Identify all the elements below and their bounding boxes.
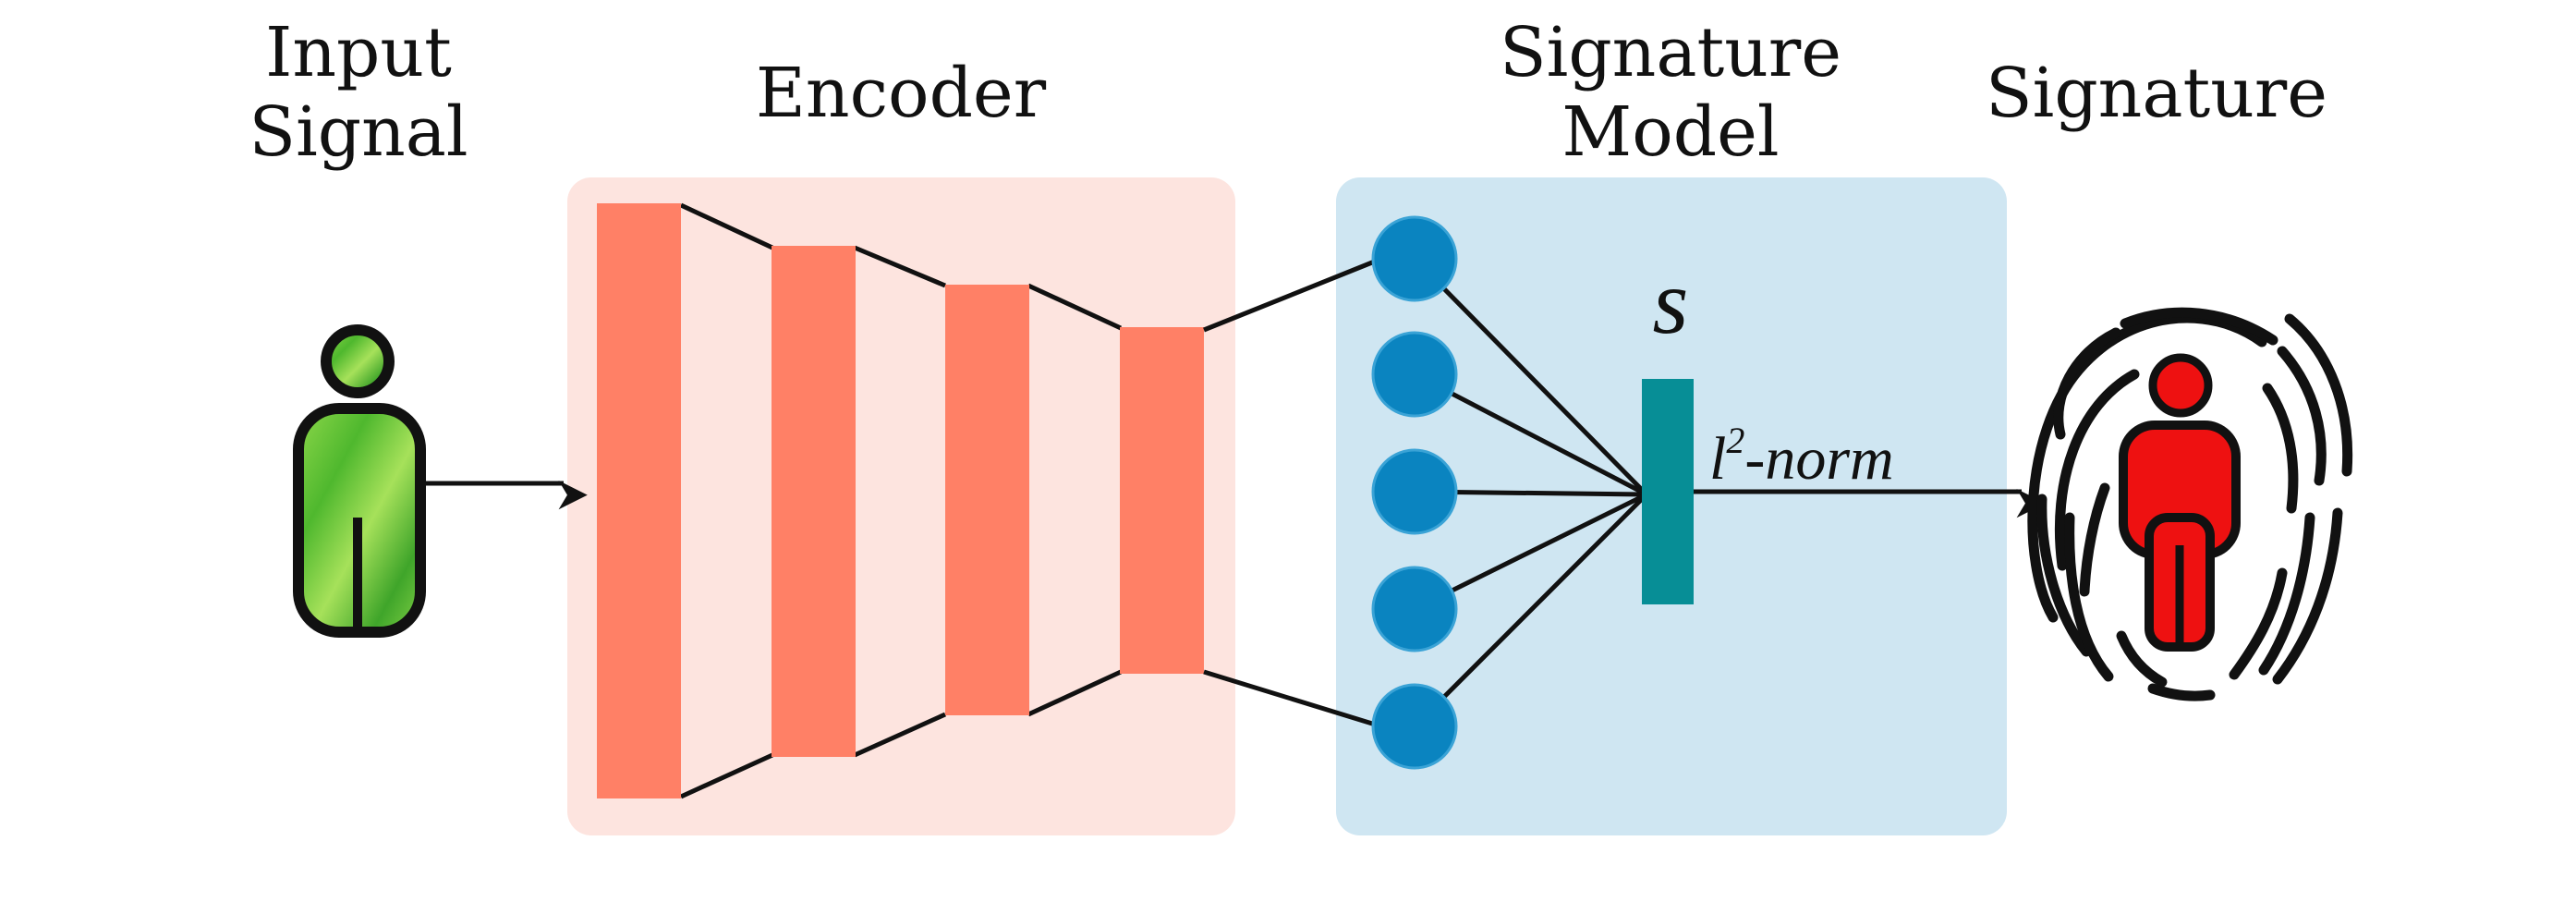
encoder-layer xyxy=(772,246,856,757)
neuron xyxy=(1371,215,1458,302)
encoder-panel xyxy=(567,177,1235,835)
encoder-layer xyxy=(597,203,681,798)
s-symbol: s xyxy=(1653,250,1689,353)
neuron-edge xyxy=(1413,493,1648,728)
encoder-to-neuron-edge xyxy=(1203,669,1382,729)
encoder-edge xyxy=(1027,283,1123,331)
neuron xyxy=(1371,448,1458,535)
norm-superscript: 2 xyxy=(1726,420,1744,461)
encoder-label: Encoder xyxy=(756,54,1047,133)
fingerprint-ridges xyxy=(2027,307,2353,701)
encoder-edge xyxy=(853,712,947,758)
model-label-line2: Model xyxy=(1561,92,1779,172)
neuron-edge xyxy=(1413,492,1648,612)
signature-label: Signature xyxy=(1986,54,2327,133)
encoder-layer xyxy=(945,285,1029,715)
fingerprint-person-icon xyxy=(2027,307,2353,701)
neuron xyxy=(1371,566,1458,652)
neuron xyxy=(1371,331,1458,418)
person-icon xyxy=(293,324,426,638)
encoder-to-neuron-edge xyxy=(1203,256,1382,333)
signature-vector xyxy=(1642,379,1694,604)
neuron-edge xyxy=(1413,257,1648,496)
encoder-edge xyxy=(854,245,946,288)
encoder-layer xyxy=(1120,327,1204,674)
encoder-edge xyxy=(1027,669,1123,717)
encoder-edge xyxy=(679,752,774,799)
input-label-line2: Signal xyxy=(249,92,468,172)
neuron xyxy=(1371,683,1458,770)
model-label-line1: Signature xyxy=(1500,13,1841,92)
l2-norm-label: l2-norm xyxy=(1709,420,1894,493)
encoder-edge xyxy=(679,202,774,250)
neuron-edge xyxy=(1413,372,1648,497)
input-label-line1: Input xyxy=(265,13,452,92)
